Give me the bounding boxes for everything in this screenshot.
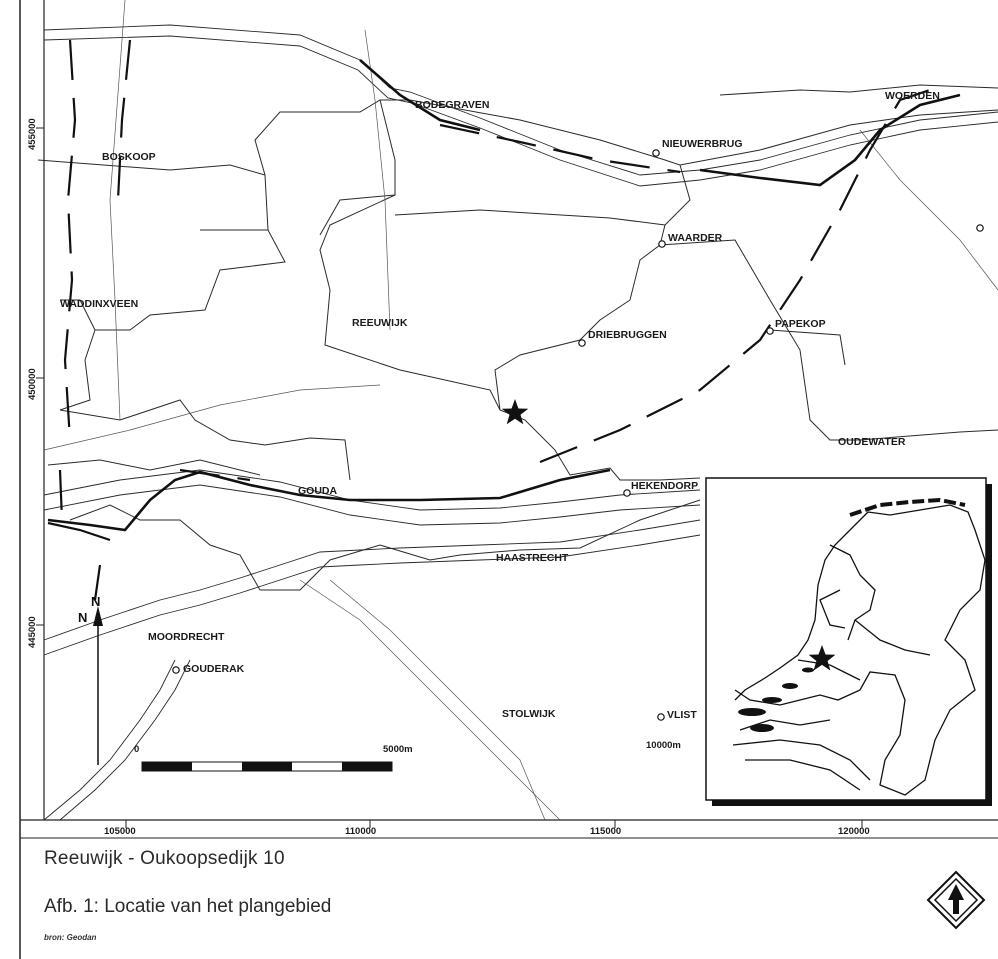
scale-end: 10000m xyxy=(646,740,681,751)
x-tick-label: 105000 xyxy=(104,826,136,837)
x-tick-label: 110000 xyxy=(345,826,376,837)
place-labels: BODEGRAVEN BOSKOOP NIEUWERBRUG WOERDEN W… xyxy=(60,90,940,721)
label-reeuwijk: REEUWIJK xyxy=(352,317,408,329)
label-moordrecht: MOORDRECHT xyxy=(148,631,225,643)
inset-star-icon xyxy=(808,645,836,671)
coordinate-ticks xyxy=(36,127,863,828)
label-haastrecht: HAASTRECHT xyxy=(496,552,569,564)
label-vlist: VLIST xyxy=(667,709,697,721)
label-stolwijk: STOLWIJK xyxy=(502,708,556,720)
label-bodegraven: BODEGRAVEN xyxy=(415,99,489,111)
label-driebruggen: DRIEBRUGGEN xyxy=(588,329,667,341)
label-oudewater: OUDEWATER xyxy=(838,436,906,448)
label-waarder: WAARDER xyxy=(668,232,723,244)
north-arrow-icon: N N xyxy=(78,594,103,765)
railway xyxy=(47,59,961,532)
y-axis-labels: 455000 450000 445000 xyxy=(27,118,38,648)
label-gouderak: GOUDERAK xyxy=(183,663,245,675)
caption-source: bron: Geodan xyxy=(44,933,97,942)
x-axis-labels: 105000 110000 115000 120000 xyxy=(104,826,870,837)
label-woerden: WOERDEN xyxy=(885,90,940,102)
scale-start: 0 xyxy=(134,744,139,755)
inset-map xyxy=(705,477,992,806)
x-tick-label: 120000 xyxy=(838,826,870,837)
label-boskoop: BOSKOOP xyxy=(102,151,156,163)
label-gouda: GOUDA xyxy=(298,485,338,497)
boundaries xyxy=(37,84,998,591)
scale-bar: 0 5000m 10000m xyxy=(134,740,681,772)
label-waddinxveen: WADDINXVEEN xyxy=(60,298,138,310)
rivers xyxy=(43,24,998,821)
scale-mid: 5000m xyxy=(383,744,413,755)
x-tick-label: 115000 xyxy=(590,826,621,837)
y-tick-label: 450000 xyxy=(27,368,38,400)
diamond-logo-icon xyxy=(926,870,986,930)
north-label-2: N xyxy=(78,610,87,625)
label-hekendorp: HEKENDORP xyxy=(631,480,698,492)
village-markers xyxy=(172,149,984,721)
label-papekop: PAPEKOP xyxy=(775,318,826,330)
roads xyxy=(43,0,998,821)
caption-subtitle: Afb. 1: Locatie van het plangebied xyxy=(44,896,332,917)
star-icon xyxy=(501,399,529,425)
caption-title: Reeuwijk - Oukoopsedijk 10 xyxy=(44,848,285,869)
y-tick-label: 455000 xyxy=(27,118,38,150)
motorway xyxy=(58,39,946,521)
y-tick-label: 445000 xyxy=(27,616,38,648)
label-nieuwerbrug: NIEUWERBRUG xyxy=(662,138,743,150)
north-label: N xyxy=(91,594,100,609)
